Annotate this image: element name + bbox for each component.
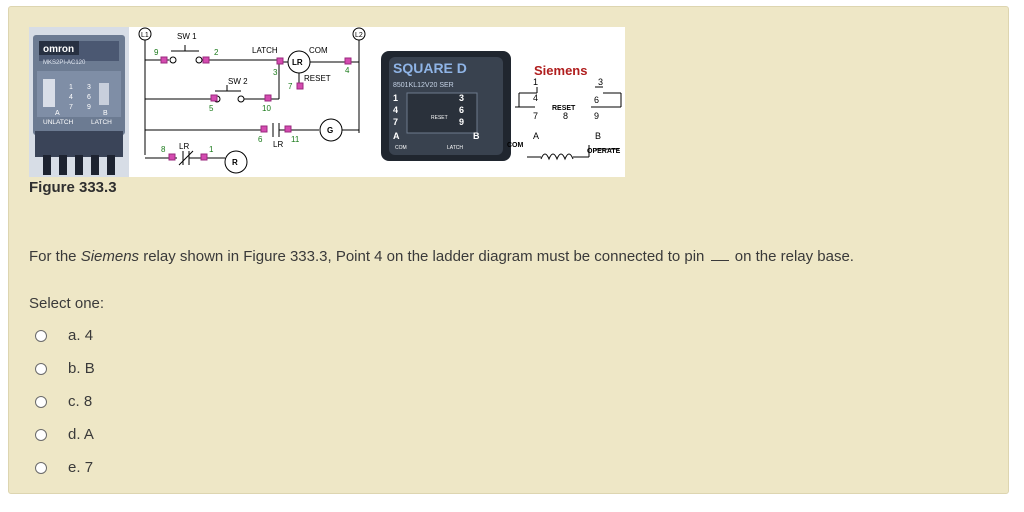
contact-lr-1-label: LR: [273, 140, 283, 149]
option-label: a. 4: [68, 327, 94, 344]
svg-text:7: 7: [69, 104, 73, 111]
coil-r-label: R: [232, 158, 238, 167]
siemens-pin-4: 4: [533, 93, 538, 103]
point-11: 11: [291, 135, 300, 144]
radio-button[interactable]: [35, 428, 47, 441]
contact-lr-2-label: LR: [179, 142, 189, 151]
siemens-com: COM: [507, 142, 524, 149]
sqd-pin-9: 9: [459, 117, 464, 127]
ladder-diagram: [138, 27, 366, 174]
siemens-pin-a: A: [533, 131, 539, 141]
sqd-pin-4: 4: [393, 105, 398, 115]
omron-brand: omron: [43, 44, 74, 55]
svg-text:3: 3: [87, 84, 91, 91]
rail-l1-label: L1: [141, 32, 149, 39]
siemens-pin-8: 8: [563, 111, 568, 121]
point-1: 1: [209, 145, 214, 154]
sqd-pin-a: A: [393, 131, 400, 141]
point-9: 9: [154, 48, 159, 57]
radio-button[interactable]: [35, 362, 47, 375]
point-3: 3: [273, 68, 278, 77]
coil-g-label: G: [327, 126, 333, 135]
sqd-pin-6: 6: [459, 105, 464, 115]
siemens-pin-7: 7: [533, 111, 538, 121]
point-2: 2: [214, 48, 219, 57]
reset-label-ladder: RESET: [304, 74, 331, 83]
option-label: c. 8: [68, 393, 93, 410]
com-label-ladder: COM: [309, 46, 328, 55]
svg-text:A: A: [55, 110, 60, 117]
point-4: 4: [345, 66, 350, 75]
unlatch-label: UNLATCH: [43, 119, 74, 126]
square-d-relay-photo: SQUARE D 8501KL12V20 SER 1 3 4 6 7 9 A B…: [381, 51, 511, 161]
sqd-latch: LATCH: [447, 145, 463, 151]
svg-text:1: 1: [69, 84, 73, 91]
option-label: b. B: [68, 360, 95, 377]
siemens-diagram: Siemens 1: [507, 63, 622, 161]
point-8: 8: [161, 145, 166, 154]
sw1-label: SW 1: [177, 32, 197, 41]
option-label: d. A: [68, 426, 94, 443]
option-d[interactable]: d. A: [29, 418, 95, 451]
sw2-label: SW 2: [228, 77, 248, 86]
siemens-pin-6: 6: [594, 95, 599, 105]
answer-blank: [710, 248, 729, 261]
figure-svg: omron MKS2PI-AC120 1 3 4 6 7 9 A B UNLAT…: [29, 27, 622, 177]
point-5: 5: [209, 104, 214, 113]
sqd-pin-7: 7: [393, 117, 398, 127]
radio-button[interactable]: [35, 395, 47, 408]
latch-label-ladder: LATCH: [252, 46, 278, 55]
siemens-pin-1: 1: [533, 77, 538, 87]
answer-options: a. 4 b. B c. 8 d. A e. 7: [29, 319, 95, 484]
question-after: relay shown in Figure 333.3, Point 4 on …: [139, 248, 705, 265]
siemens-operate: OPERATE: [587, 148, 621, 155]
svg-text:6: 6: [87, 94, 91, 101]
option-c[interactable]: c. 8: [29, 385, 95, 418]
sqd-reset: RESET: [431, 115, 448, 121]
latch-label: LATCH: [91, 119, 112, 126]
svg-text:B: B: [103, 110, 108, 117]
siemens-reset: RESET: [552, 105, 576, 112]
siemens-title: Siemens: [534, 63, 587, 78]
omron-model: MKS2PI-AC120: [43, 60, 86, 66]
siemens-pin-b: B: [595, 131, 601, 141]
coil-lr-label: LR: [292, 58, 303, 67]
ladder-labels: L1 L2 SW 1 SW 2 LATCH COM RESET LR G R L…: [141, 32, 363, 167]
question-before: For the: [29, 248, 81, 265]
sqd-pin-1: 1: [393, 93, 398, 103]
rail-l2-label: L2: [355, 32, 363, 39]
question-card: omron MKS2PI-AC120 1 3 4 6 7 9 A B UNLAT…: [8, 6, 1009, 494]
figure-caption: Figure 333.3: [29, 179, 117, 196]
sqd-com: COM: [395, 145, 407, 151]
option-label: e. 7: [68, 459, 94, 476]
figure-333-3: omron MKS2PI-AC120 1 3 4 6 7 9 A B UNLAT…: [29, 27, 625, 177]
point-10: 10: [262, 104, 271, 113]
option-b[interactable]: b. B: [29, 352, 95, 385]
radio-button[interactable]: [35, 461, 47, 474]
sqd-pin-3: 3: [459, 93, 464, 103]
select-one-label: Select one:: [29, 295, 105, 312]
sqd-pin-b: B: [473, 131, 480, 141]
square-d-model: 8501KL12V20 SER: [393, 82, 454, 89]
radio-button[interactable]: [35, 329, 47, 342]
svg-text:9: 9: [87, 104, 91, 111]
svg-text:4: 4: [69, 94, 73, 101]
point-7: 7: [288, 82, 293, 91]
square-d-brand: SQUARE D: [393, 60, 467, 76]
option-a[interactable]: a. 4: [29, 319, 95, 352]
question-emph: Siemens: [80, 248, 140, 265]
omron-relay-photo: omron MKS2PI-AC120 1 3 4 6 7 9 A B UNLAT…: [29, 27, 129, 177]
option-e[interactable]: e. 7: [29, 451, 95, 484]
question-text: For the Siemens relay shown in Figure 33…: [29, 248, 854, 265]
siemens-pin-9: 9: [594, 111, 599, 121]
question-tail: on the relay base.: [730, 248, 854, 265]
point-6: 6: [258, 135, 263, 144]
siemens-pin-3: 3: [598, 77, 603, 87]
